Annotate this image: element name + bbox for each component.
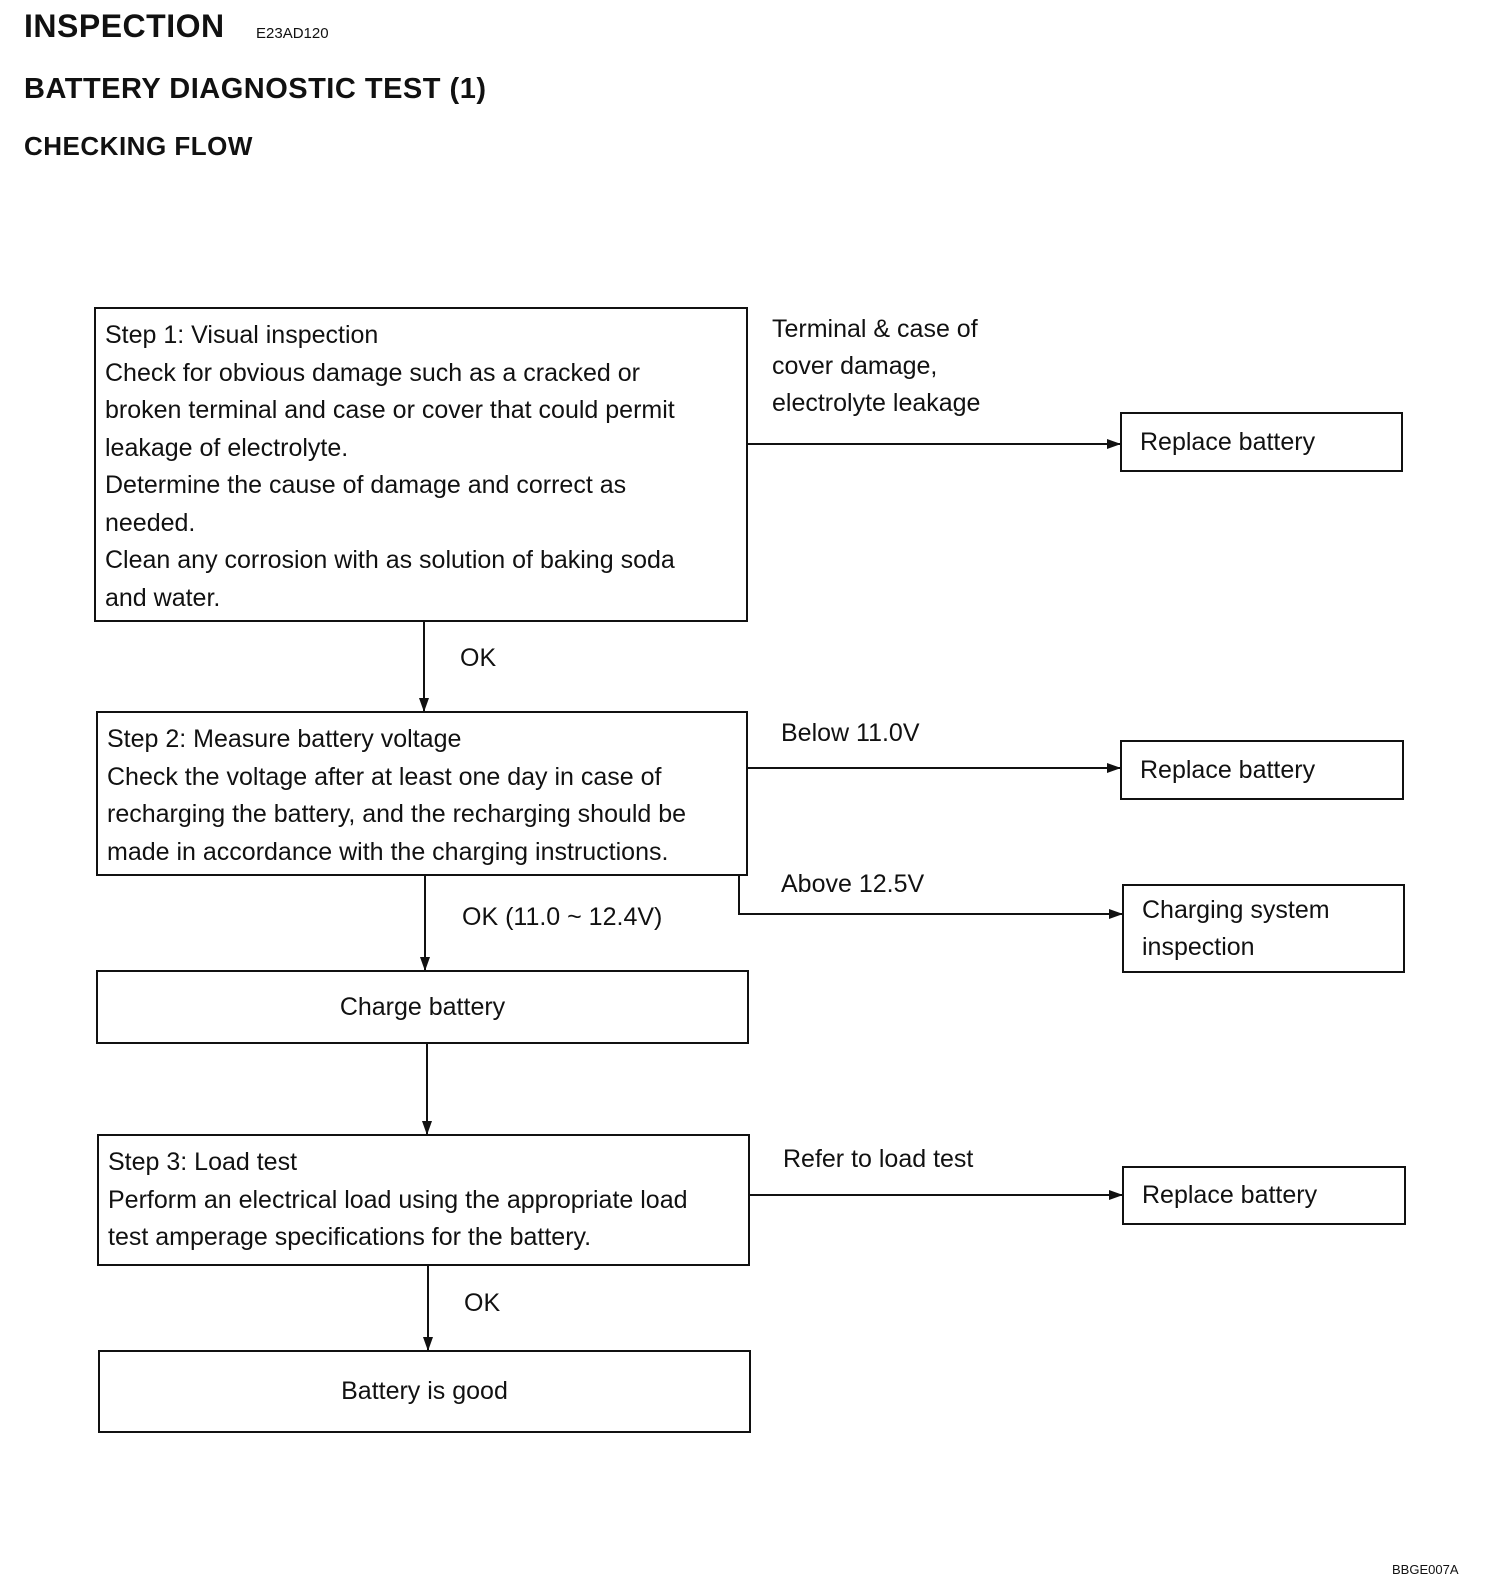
step3-line: Perform an electrical load using the app… [108,1185,688,1214]
condition-line: electrolyte leakage [772,389,981,417]
step2-line: recharging the battery, and the rechargi… [107,800,687,828]
step1-title: Step 1: Visual inspection [105,321,379,349]
step1-line: Determine the cause of damage and correc… [105,471,627,499]
step2-title: Step 2: Measure battery voltage [107,725,462,753]
section-title: CHECKING FLOW [24,131,253,161]
step3-box: Step 3: Load test Perform an electrical … [97,1134,750,1266]
step1-line: Check for obvious damage such as a crack… [105,358,640,387]
battery-good-label: Battery is good [341,1377,508,1405]
ok-label-step1: OK [460,644,497,672]
replace-battery-box-3: Replace battery [1122,1166,1406,1225]
ok-label-step2: OK (11.0 ~ 12.4V) [462,903,663,931]
step1-box: Step 1: Visual inspection Check for obvi… [94,307,748,622]
step1-line: Clean any corrosion with as solution of … [105,546,675,574]
condition-line: cover damage, [772,352,938,380]
ok-label-step3: OK [464,1289,501,1317]
step3-line: test amperage specifications for the bat… [108,1223,592,1251]
replace-battery-box-2: Replace battery [1120,740,1404,800]
charging-system-line: inspection [1142,932,1255,961]
step2-line: Check the voltage after at least one day… [107,762,662,791]
charging-system-line: Charging system [1142,895,1330,924]
replace-battery-label: Replace battery [1140,755,1316,784]
condition-line: Terminal & case of [772,315,978,343]
replace-battery-box-1: Replace battery [1120,412,1403,472]
step2-line: made in accordance with the charging ins… [107,837,669,866]
section-code: E23AD120 [256,25,329,42]
step1-line: and water. [105,583,221,612]
condition-load: Refer to load test [783,1145,974,1173]
condition-below: Below 11.0V [781,719,920,747]
condition-above: Above 12.5V [781,870,925,898]
battery-good-box: Battery is good [98,1350,751,1433]
arrow-step2-to-charging-system [738,876,1123,919]
step3-title: Step 3: Load test [108,1148,298,1176]
figure-code: BBGE007A [1392,1562,1459,1577]
step2-box: Step 2: Measure battery voltage Check th… [96,711,748,876]
page-title: INSPECTION [24,8,225,44]
charge-battery-box: Charge battery [96,970,749,1044]
test-title: BATTERY DIAGNOSTIC TEST (1) [24,73,487,105]
condition-damage: Terminal & case of cover damage, electro… [772,311,980,422]
charge-battery-label: Charge battery [339,992,506,1021]
replace-battery-label: Replace battery [1142,1181,1318,1209]
step1-line: broken terminal and case or cover that c… [105,396,675,424]
step1-line: needed. [105,508,196,537]
charging-system-box: Charging system inspection [1122,884,1405,973]
replace-battery-label: Replace battery [1140,427,1316,456]
step1-line: leakage of electrolyte. [105,433,349,462]
